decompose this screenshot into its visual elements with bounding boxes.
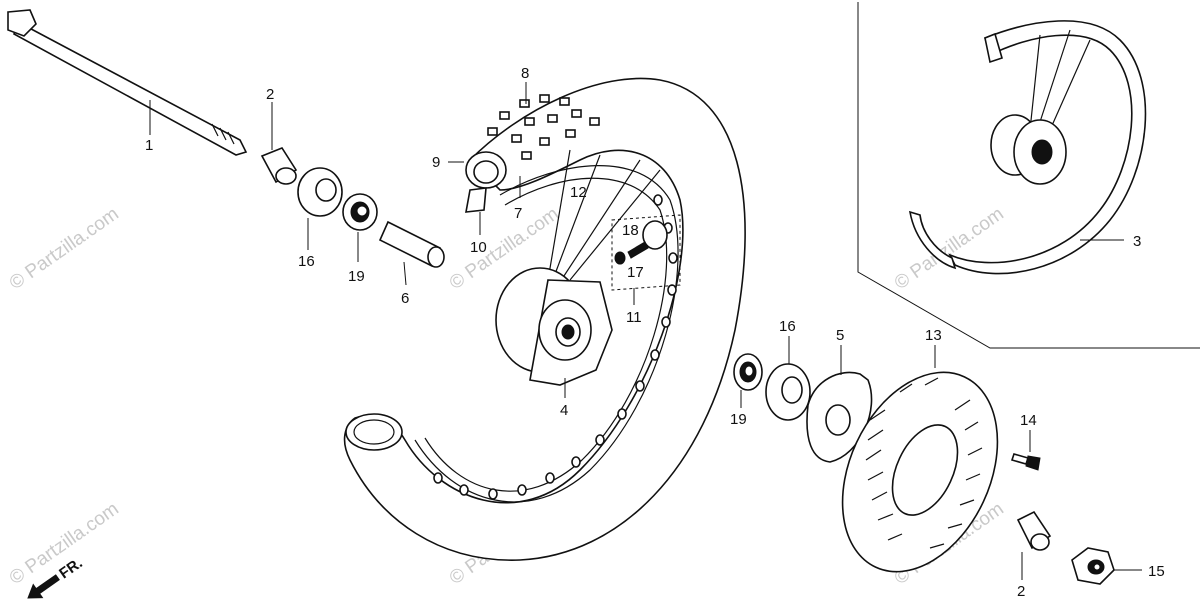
label-17: 17	[627, 264, 644, 281]
front-arrow-icon	[27, 574, 60, 599]
watermark-3: © Partzilla.com	[891, 203, 1008, 294]
label-13: 13	[925, 327, 942, 344]
dust-seal-right-part	[765, 363, 811, 421]
part-labels: 1 2 16 19 6 8 9 10 7 12 18 17 11 4 3 16 …	[145, 65, 1165, 600]
label-9: 9	[432, 154, 440, 171]
label-8: 8	[521, 65, 529, 82]
label-16-left: 16	[298, 253, 315, 270]
bearing-right-part	[733, 353, 763, 391]
label-5: 5	[836, 327, 844, 344]
tire-knobs	[487, 94, 600, 160]
label-1: 1	[145, 137, 153, 154]
dust-seal-left-part	[297, 167, 343, 217]
label-6: 6	[401, 290, 409, 307]
main-wheel	[343, 77, 746, 561]
disc-bolt-part	[1010, 453, 1041, 471]
tube-valve	[465, 151, 507, 213]
brake-disc-part	[841, 371, 999, 573]
rim-spoke-holes	[433, 194, 678, 500]
label-10: 10	[470, 239, 487, 256]
hub-part	[495, 267, 613, 386]
label-2-top: 2	[266, 86, 274, 103]
collar-bottom-part	[1016, 510, 1052, 551]
label-15: 15	[1148, 563, 1165, 580]
bearing-left-part	[342, 193, 378, 231]
spokes	[547, 149, 661, 283]
label-16-right: 16	[779, 318, 796, 335]
collar-top-part	[260, 147, 298, 185]
label-3: 3	[1133, 233, 1141, 250]
tire	[343, 77, 746, 561]
label-4: 4	[560, 402, 568, 419]
label-7: 7	[514, 205, 522, 222]
inset-rim-assembly	[908, 20, 1147, 275]
label-11: 11	[626, 309, 642, 326]
label-18: 18	[622, 222, 639, 239]
label-19-right: 19	[730, 411, 747, 428]
label-19-left: 19	[348, 268, 365, 285]
leader-lines	[149, 82, 1142, 580]
label-2-bottom: 2	[1017, 583, 1025, 600]
watermark-1: © Partzilla.com	[6, 203, 123, 294]
spoke-nipple-detail	[611, 214, 681, 291]
axle-nut-part	[1071, 547, 1115, 585]
inset-frame	[857, 2, 1200, 349]
distance-collar-part	[378, 220, 445, 268]
axle-part	[7, 9, 248, 156]
label-14: 14	[1020, 412, 1037, 429]
label-12: 12	[570, 184, 587, 201]
